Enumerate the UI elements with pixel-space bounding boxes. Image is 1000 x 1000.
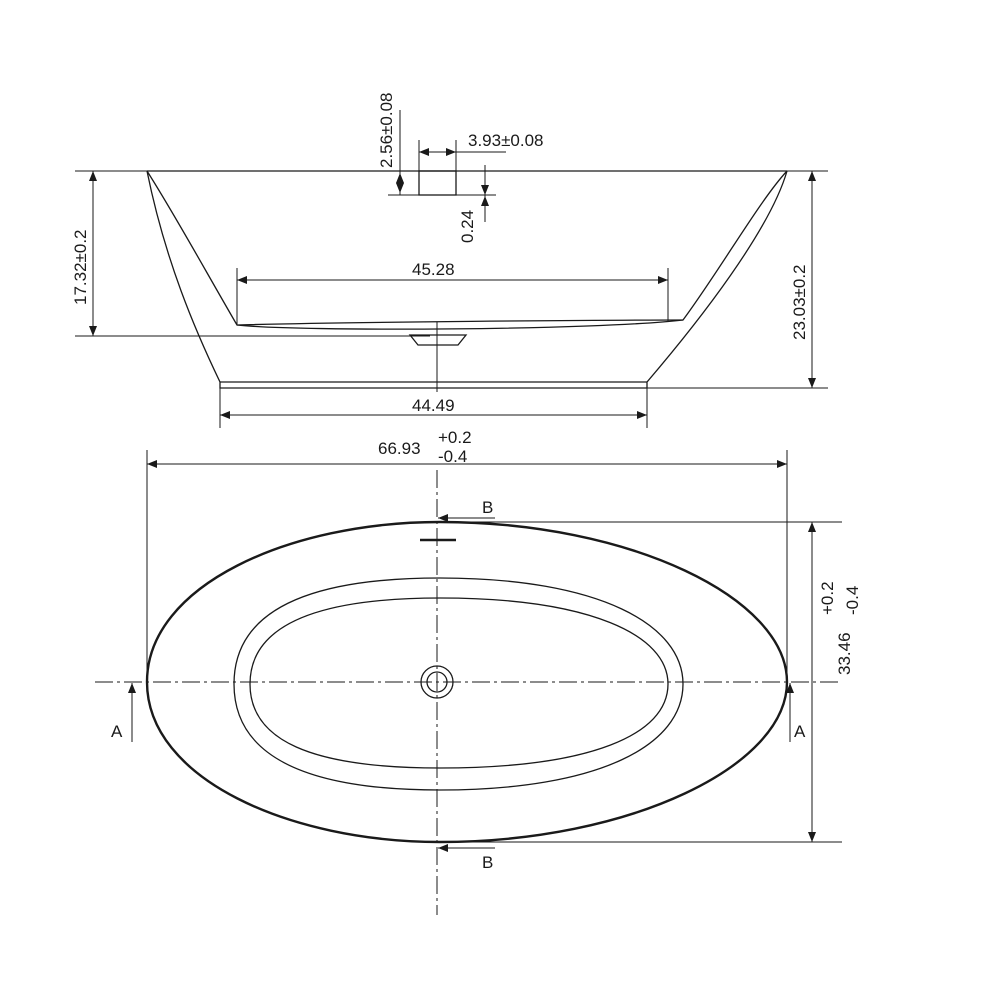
inner-depth-label: 17.32±0.2 [71,229,90,305]
inner-profile [146,170,788,330]
section-b-bottom-label: B [482,853,493,872]
overflow-height-label: 2.56±0.08 [377,92,396,168]
overall-width-label: 33.46 [835,632,854,675]
inner-rim [233,577,684,791]
section-a-left-label: A [111,722,123,741]
overall-width-tol-plus: +0.2 [818,581,837,615]
overall-width-tol-minus: -0.4 [843,586,862,615]
basin [249,597,669,769]
overflow-depth-label: 0.24 [458,210,477,243]
overflow-slot [418,170,457,196]
section-a-right-label: A [794,722,806,741]
overall-length-label: 66.93 [378,439,421,458]
side-view: 3.93±0.08 2.56±0.08 0.24 17.32±0.2 23.03… [71,92,828,428]
overall-length-tol-minus: -0.4 [438,447,467,466]
base-length-label: 44.49 [412,396,455,415]
overall-length-tol-plus: +0.2 [438,428,472,447]
top-view: 66.93 +0.2 -0.4 33.46 +0.2 -0.4 A A B B [95,428,862,915]
overflow-width-label: 3.93±0.08 [468,131,544,150]
drain [408,334,468,346]
total-height-label: 23.03±0.2 [790,264,809,340]
section-b-top-label: B [482,498,493,517]
inner-bottom-length-label: 45.28 [412,260,455,279]
outer-profile [146,170,788,389]
inner-bottom [236,319,684,326]
